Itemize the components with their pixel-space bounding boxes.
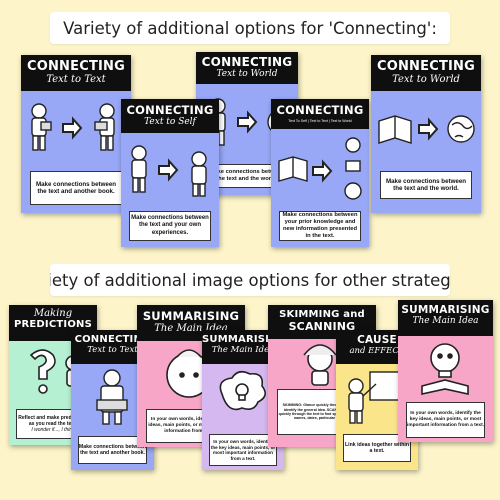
poster-body: Make connections between the text and yo… [121, 133, 219, 247]
poster-caption: Make connections between the text and th… [379, 171, 473, 199]
poster-body: Make connections between your prior know… [271, 129, 369, 247]
poster-caption: In your own words, identify the key idea… [405, 402, 486, 438]
lightbulb-book-icon [421, 343, 469, 395]
reader-with-books-icon [96, 369, 128, 425]
book-to-globe-icon [378, 115, 475, 144]
poster-caption: Make connections between the text and an… [29, 171, 123, 205]
poster-caption: In your own words, identify the key idea… [208, 434, 278, 466]
self-reflection-icon [131, 145, 207, 197]
poster-body: In your own words, identify the key idea… [398, 336, 493, 442]
two-readers-icon [31, 103, 115, 151]
book-to-icons [278, 137, 362, 200]
poster-caption: Make connections between your prior know… [278, 211, 362, 241]
poster-caption: Make connections between the text and yo… [128, 211, 212, 241]
bottom-heading: Variety of additional image options for … [50, 264, 450, 296]
poster-body: In your own words, identify the key idea… [202, 364, 284, 470]
top-heading: Variety of additional options for 'Conne… [50, 12, 450, 44]
child-magnifier-icon [303, 344, 337, 386]
poster-caption: Make connections between the text and an… [77, 436, 148, 464]
poster-body: Make connections between the text and th… [371, 91, 481, 213]
thought-bubble-icon [219, 370, 266, 411]
poster-body: Make connections between the text and an… [21, 91, 131, 213]
